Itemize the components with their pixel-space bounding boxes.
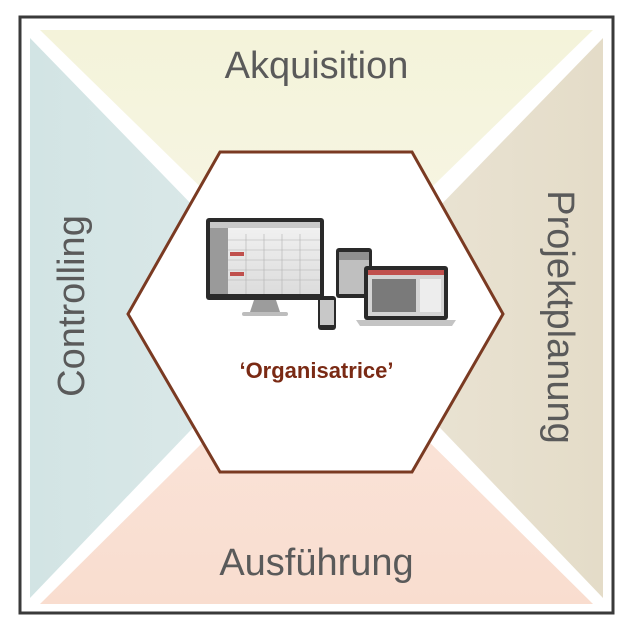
phone-screen (320, 300, 334, 325)
laptop-screen-panel (420, 279, 441, 312)
multi-device-screens-image (206, 218, 456, 330)
desktop-screen-sidebar (210, 228, 228, 294)
desktop-screen-highlight (230, 252, 244, 256)
quadrant-label-ausfuehrung: Ausführung (219, 542, 414, 584)
quadrant-label-akquisition: Akquisition (224, 45, 409, 87)
laptop-screen-header (368, 270, 444, 275)
desktop-screen-toolbar (210, 222, 320, 228)
outer-frame (18, 15, 615, 615)
desktop-screen (210, 222, 320, 294)
quadrant-label-projektplanung: Projektplanung (539, 190, 581, 444)
laptop-screen-photo (372, 279, 416, 312)
center-title: ‘Organisatrice’ (239, 358, 394, 383)
monitor-base (242, 312, 288, 316)
tablet-screen-header (339, 252, 369, 260)
desktop-screen-highlight (230, 272, 244, 276)
monitor-stand (250, 300, 280, 312)
laptop-base (356, 320, 456, 326)
desktop-screen-grid (228, 234, 320, 294)
